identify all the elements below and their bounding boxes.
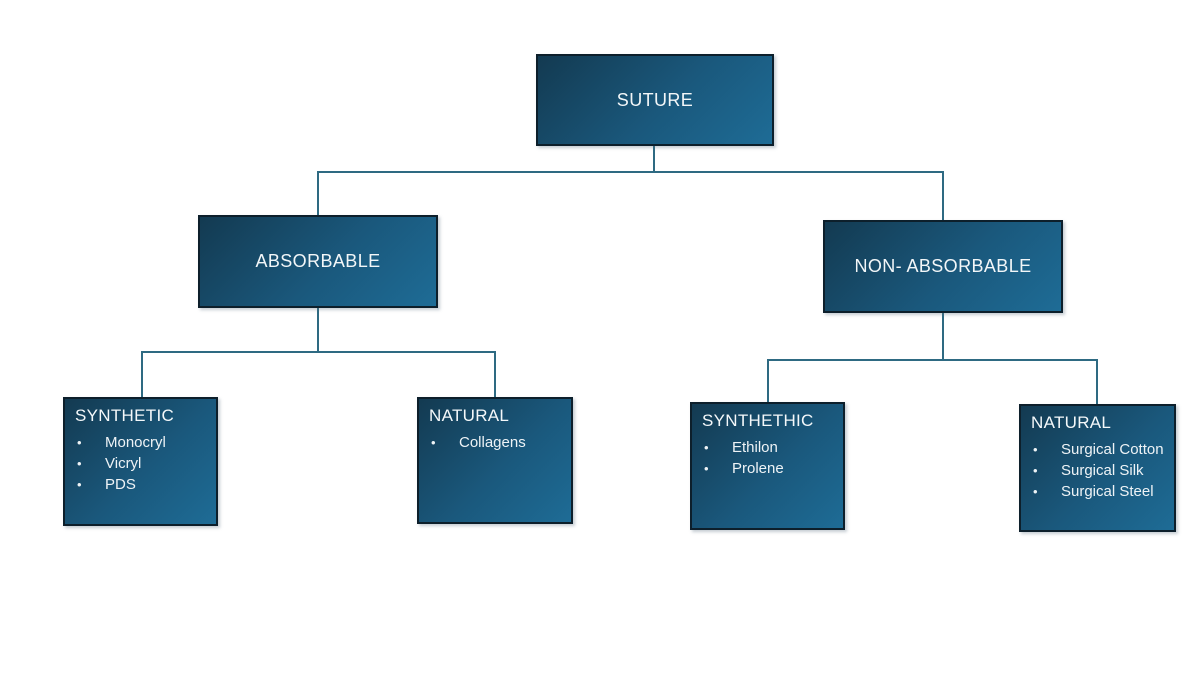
node-synthetic-absorbable-title: SYNTHETIC	[75, 406, 175, 425]
bullet-icon: •	[1033, 442, 1038, 457]
connector-absorbable-drop	[317, 171, 319, 217]
list-item-text: Ethilon	[732, 439, 778, 456]
connector-natural-non-absorbable-drop	[1096, 359, 1098, 406]
bullet-icon: •	[1033, 484, 1038, 499]
bullet-icon: •	[77, 456, 82, 471]
connector-non-absorbable-drop	[942, 171, 944, 222]
connector-non-absorbable-stem	[942, 312, 944, 361]
node-suture: SUTURE	[536, 54, 774, 146]
list-item: • Ethilon	[702, 437, 837, 458]
list-item-text: Collagens	[459, 434, 526, 451]
bullet-icon: •	[431, 435, 436, 450]
node-natural-absorbable: NATURAL • Collagens	[417, 397, 573, 524]
connector-suture-stem	[653, 146, 655, 173]
list-item: • Vicryl	[75, 453, 210, 474]
node-non-absorbable: NON- ABSORBABLE	[823, 220, 1063, 313]
bullet-icon: •	[77, 477, 82, 492]
bullet-icon: •	[704, 440, 709, 455]
list-item: • Collagens	[429, 432, 565, 453]
list-item: • Prolene	[702, 458, 837, 479]
connector-non-absorbable-horizontal	[767, 359, 1098, 361]
connector-synthetic-absorbable-drop	[141, 351, 143, 398]
list-item: • Monocryl	[75, 432, 210, 453]
list-item: • PDS	[75, 474, 210, 495]
synthetic-absorbable-list: • Monocryl • Vicryl • PDS	[75, 432, 210, 495]
list-item: • Surgical Silk	[1031, 460, 1168, 481]
list-item-text: Vicryl	[105, 455, 142, 472]
synthetic-non-absorbable-list: • Ethilon • Prolene	[702, 437, 837, 479]
connector-natural-absorbable-drop	[494, 351, 496, 398]
connector-synthetic-non-absorbable-drop	[767, 359, 769, 404]
natural-non-absorbable-list: • Surgical Cotton • Surgical Silk • Surg…	[1031, 439, 1168, 502]
list-item-text: Prolene	[732, 460, 784, 477]
node-natural-non-absorbable-title: NATURAL	[1031, 413, 1112, 432]
node-natural-absorbable-title: NATURAL	[429, 406, 510, 425]
connector-absorbable-stem	[317, 307, 319, 353]
node-non-absorbable-label: NON- ABSORBABLE	[854, 256, 1032, 276]
list-item-text: Surgical Steel	[1061, 483, 1154, 500]
list-item-text: Surgical Silk	[1061, 462, 1144, 479]
list-item-text: Surgical Cotton	[1061, 441, 1164, 458]
node-synthetic-non-absorbable-title: SYNTHETHIC	[702, 411, 814, 430]
node-absorbable-label: ABSORBABLE	[255, 251, 381, 271]
list-item-text: Monocryl	[105, 434, 166, 451]
natural-absorbable-list: • Collagens	[429, 432, 565, 453]
node-natural-non-absorbable: NATURAL • Surgical Cotton • Surgical Sil…	[1019, 404, 1176, 532]
bullet-icon: •	[704, 461, 709, 476]
node-absorbable: ABSORBABLE	[198, 215, 438, 308]
node-suture-label: SUTURE	[616, 89, 694, 110]
node-synthetic-non-absorbable: SYNTHETHIC • Ethilon • Prolene	[690, 402, 845, 530]
list-item-text: PDS	[105, 476, 136, 493]
node-synthetic-absorbable: SYNTHETIC • Monocryl • Vicryl • PDS	[63, 397, 218, 526]
list-item: • Surgical Steel	[1031, 481, 1168, 502]
list-item: • Surgical Cotton	[1031, 439, 1168, 460]
bullet-icon: •	[1033, 463, 1038, 478]
connector-level1-horizontal	[317, 171, 944, 173]
connector-absorbable-horizontal	[141, 351, 496, 353]
bullet-icon: •	[77, 435, 82, 450]
